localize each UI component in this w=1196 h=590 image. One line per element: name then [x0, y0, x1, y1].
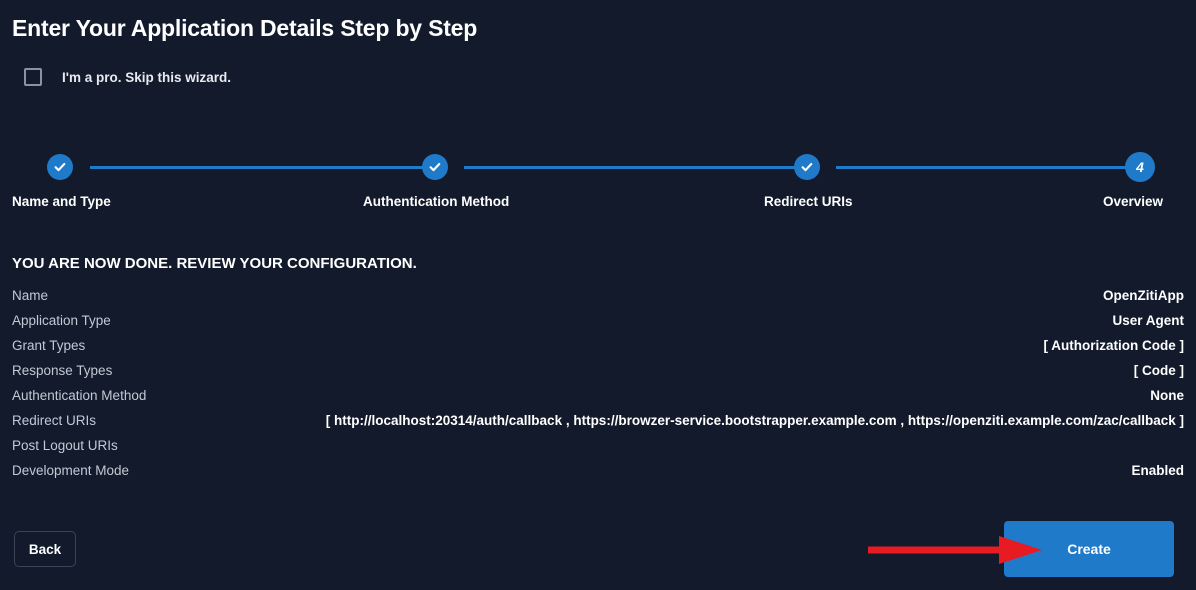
- step-complete-check-icon-1[interactable]: [47, 154, 73, 180]
- skip-wizard-checkbox[interactable]: [24, 68, 42, 86]
- summary-value: [ http://localhost:20314/auth/callback ,…: [325, 413, 1184, 428]
- summary-label: Response Types: [12, 363, 113, 378]
- summary-label: Redirect URIs: [12, 413, 97, 428]
- wizard-stepper: 4 Name and Type Authentication Method Re…: [12, 150, 1184, 220]
- stepper-node-3[interactable]: [790, 150, 824, 184]
- summary-label: Application Type: [12, 313, 111, 328]
- stepper-label-redirect-uris[interactable]: Redirect URIs: [764, 194, 853, 209]
- summary-row-post-logout-uris: Post Logout URIs: [12, 438, 1184, 463]
- stepper-node-2[interactable]: [418, 150, 452, 184]
- summary-row-name: Name OpenZitiApp: [12, 288, 1184, 313]
- summary-value: User Agent: [1112, 313, 1184, 328]
- stepper-node-4[interactable]: 4: [1123, 150, 1157, 184]
- summary-value: OpenZitiApp: [1103, 288, 1184, 303]
- summary-row-authentication-method: Authentication Method None: [12, 388, 1184, 413]
- stepper-track: 4: [12, 150, 1184, 184]
- back-button[interactable]: Back: [14, 531, 76, 567]
- stepper-label-authentication-method[interactable]: Authentication Method: [363, 194, 510, 209]
- summary-row-development-mode: Development Mode Enabled: [12, 463, 1184, 488]
- stepper-connector-1-2: [90, 166, 434, 169]
- summary-row-response-types: Response Types [ Code ]: [12, 363, 1184, 388]
- stepper-connector-3-4: [836, 166, 1136, 169]
- stepper-connector-2-3: [464, 166, 806, 169]
- create-button[interactable]: Create: [1004, 521, 1174, 577]
- stepper-labels: Name and Type Authentication Method Redi…: [12, 194, 1184, 214]
- summary-label: Name: [12, 288, 49, 303]
- summary-value: None: [1150, 388, 1184, 403]
- step-number-4: 4: [1136, 159, 1144, 175]
- summary-row-application-type: Application Type User Agent: [12, 313, 1184, 338]
- review-heading: YOU ARE NOW DONE. REVIEW YOUR CONFIGURAT…: [12, 255, 417, 272]
- stepper-node-1[interactable]: [43, 150, 77, 184]
- skip-wizard-row: I'm a pro. Skip this wizard.: [24, 68, 231, 86]
- skip-wizard-label: I'm a pro. Skip this wizard.: [62, 69, 231, 85]
- summary-value: [ Code ]: [1133, 363, 1184, 378]
- page-title: Enter Your Application Details Step by S…: [12, 15, 478, 41]
- stepper-label-overview[interactable]: Overview: [1103, 194, 1164, 209]
- stepper-label-name-and-type[interactable]: Name and Type: [12, 194, 111, 209]
- summary-label: Development Mode: [12, 463, 130, 478]
- step-active-badge-4[interactable]: 4: [1125, 152, 1155, 182]
- step-complete-check-icon-3[interactable]: [794, 154, 820, 180]
- step-complete-check-icon-2[interactable]: [422, 154, 448, 180]
- summary-label: Grant Types: [12, 338, 86, 353]
- summary-label: Authentication Method: [12, 388, 147, 403]
- summary-row-grant-types: Grant Types [ Authorization Code ]: [12, 338, 1184, 363]
- configuration-summary: Name OpenZitiApp Application Type User A…: [12, 288, 1184, 488]
- summary-value: [ Authorization Code ]: [1043, 338, 1184, 353]
- summary-row-redirect-uris: Redirect URIs [ http://localhost:20314/a…: [12, 413, 1184, 438]
- summary-label: Post Logout URIs: [12, 438, 118, 453]
- summary-value: Enabled: [1131, 463, 1184, 478]
